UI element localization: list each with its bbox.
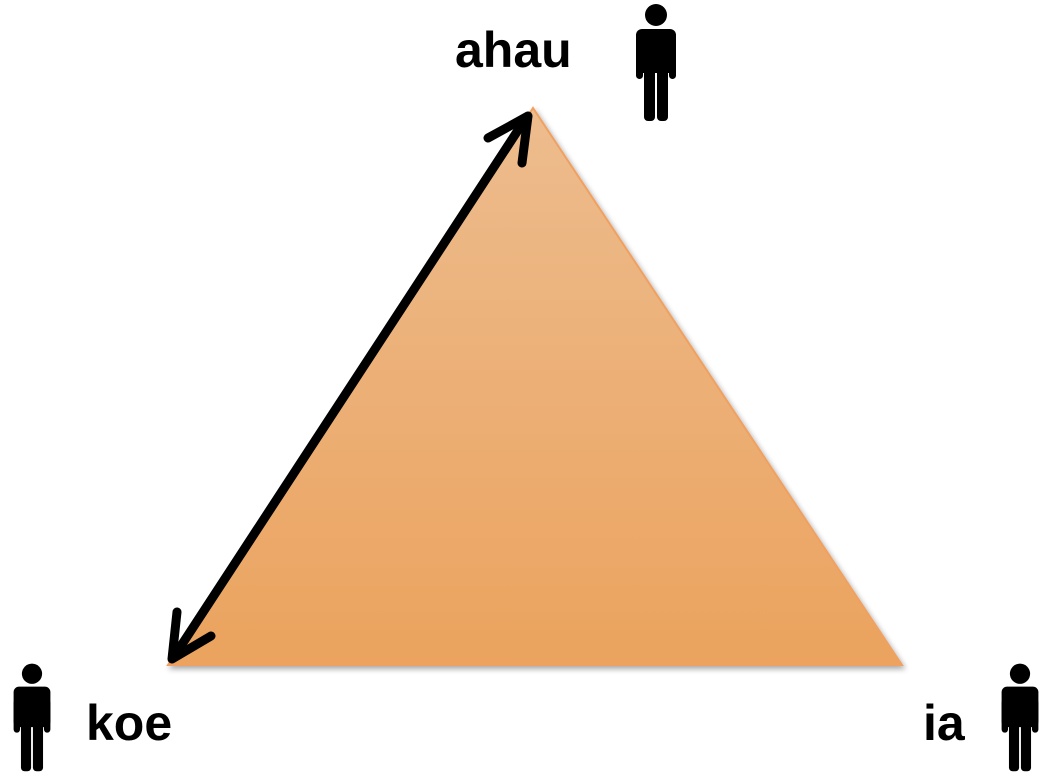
triangle (166, 106, 904, 666)
person-icon (636, 4, 676, 121)
vertex-label-right: ia (923, 695, 965, 751)
vertex-label-left: koe (86, 695, 173, 751)
double-headed-arrow (167, 111, 533, 664)
vertex-label-top: ahau (455, 22, 572, 78)
arrow-shaft (172, 116, 529, 657)
person-icon (13, 663, 51, 772)
arrow-head-bottom (167, 607, 216, 664)
person-icon (1001, 663, 1039, 772)
arrow-head-top (483, 111, 533, 168)
